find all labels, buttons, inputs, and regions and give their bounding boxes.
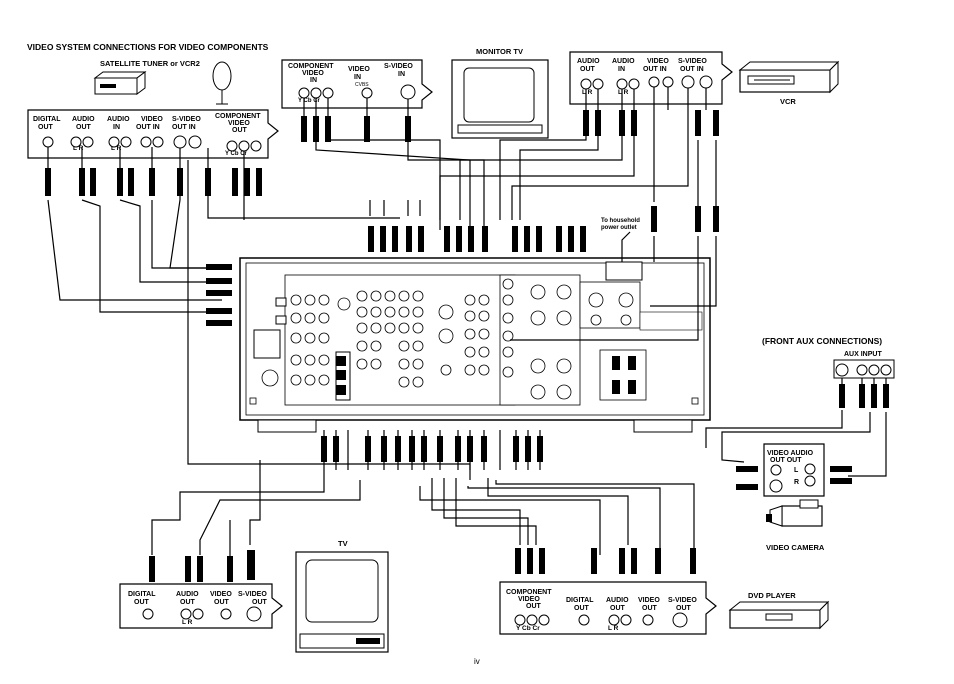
front-aux-subtitle: AUX INPUT: [844, 351, 882, 358]
sat-ycbcr: Y Cb Cr: [225, 151, 248, 157]
monitor-jacks: [298, 84, 416, 100]
satellite-tuner-device: [93, 61, 232, 105]
plug-heads: [45, 110, 889, 582]
dvd-lr: L R: [608, 625, 619, 632]
page-number: iv: [474, 657, 480, 666]
aux-input-panel: [833, 359, 895, 379]
tv-device: [295, 551, 389, 653]
sat-lr-2: L R: [111, 145, 122, 152]
vcr-lr-1: L R: [582, 89, 593, 96]
cam-out-out: OUT OUT: [770, 457, 802, 464]
monitor-label: MONITOR TV: [476, 47, 523, 56]
tv-panel: [119, 583, 283, 629]
mon-cvbs-label: CVBS: [355, 82, 369, 88]
diagram-title: VIDEO SYSTEM CONNECTIONS FOR VIDEO COMPO…: [27, 42, 269, 52]
mon-ycbcr: Y Cb Cr: [298, 98, 321, 104]
dvd-jacks: [514, 612, 688, 628]
dvd-player-device: [728, 600, 830, 630]
vcr-lr-2: L R: [618, 89, 629, 96]
sat-jacks: [42, 135, 262, 152]
monitor-tv-device: [451, 59, 549, 139]
sat-lr-1: L R: [73, 145, 84, 152]
vcr-label: VCR: [780, 97, 796, 106]
power-outlets: [612, 356, 636, 394]
tv-lr: L R: [182, 619, 193, 626]
video-camera-device: [766, 499, 823, 527]
power-cord: [621, 231, 631, 262]
tv-jacks: [142, 606, 262, 622]
cables: [47, 87, 887, 556]
cam-video-audio: VIDEO AUDIO: [767, 450, 814, 457]
receiver-jacks: [261, 278, 634, 400]
dvd-label: DVD PLAYER: [748, 591, 796, 600]
receiver-screws: [249, 397, 699, 405]
front-aux-title: (FRONT AUX CONNECTIONS): [762, 336, 882, 346]
receiver-rear-panel: [239, 257, 711, 433]
cam-l: L: [794, 467, 799, 474]
dvd-panel: [499, 581, 717, 635]
dvd-ycbcr: Y Cb Cr: [516, 625, 540, 632]
camera-label: VIDEO CAMERA: [766, 543, 825, 552]
vcr-device: [738, 60, 840, 94]
cam-r: R: [794, 479, 799, 486]
vcr-jacks: [580, 75, 713, 90]
camera-jacks: [769, 463, 816, 493]
tv-label: TV: [338, 539, 348, 548]
satellite-label: SATELLITE TUNER or VCR2: [100, 59, 200, 68]
